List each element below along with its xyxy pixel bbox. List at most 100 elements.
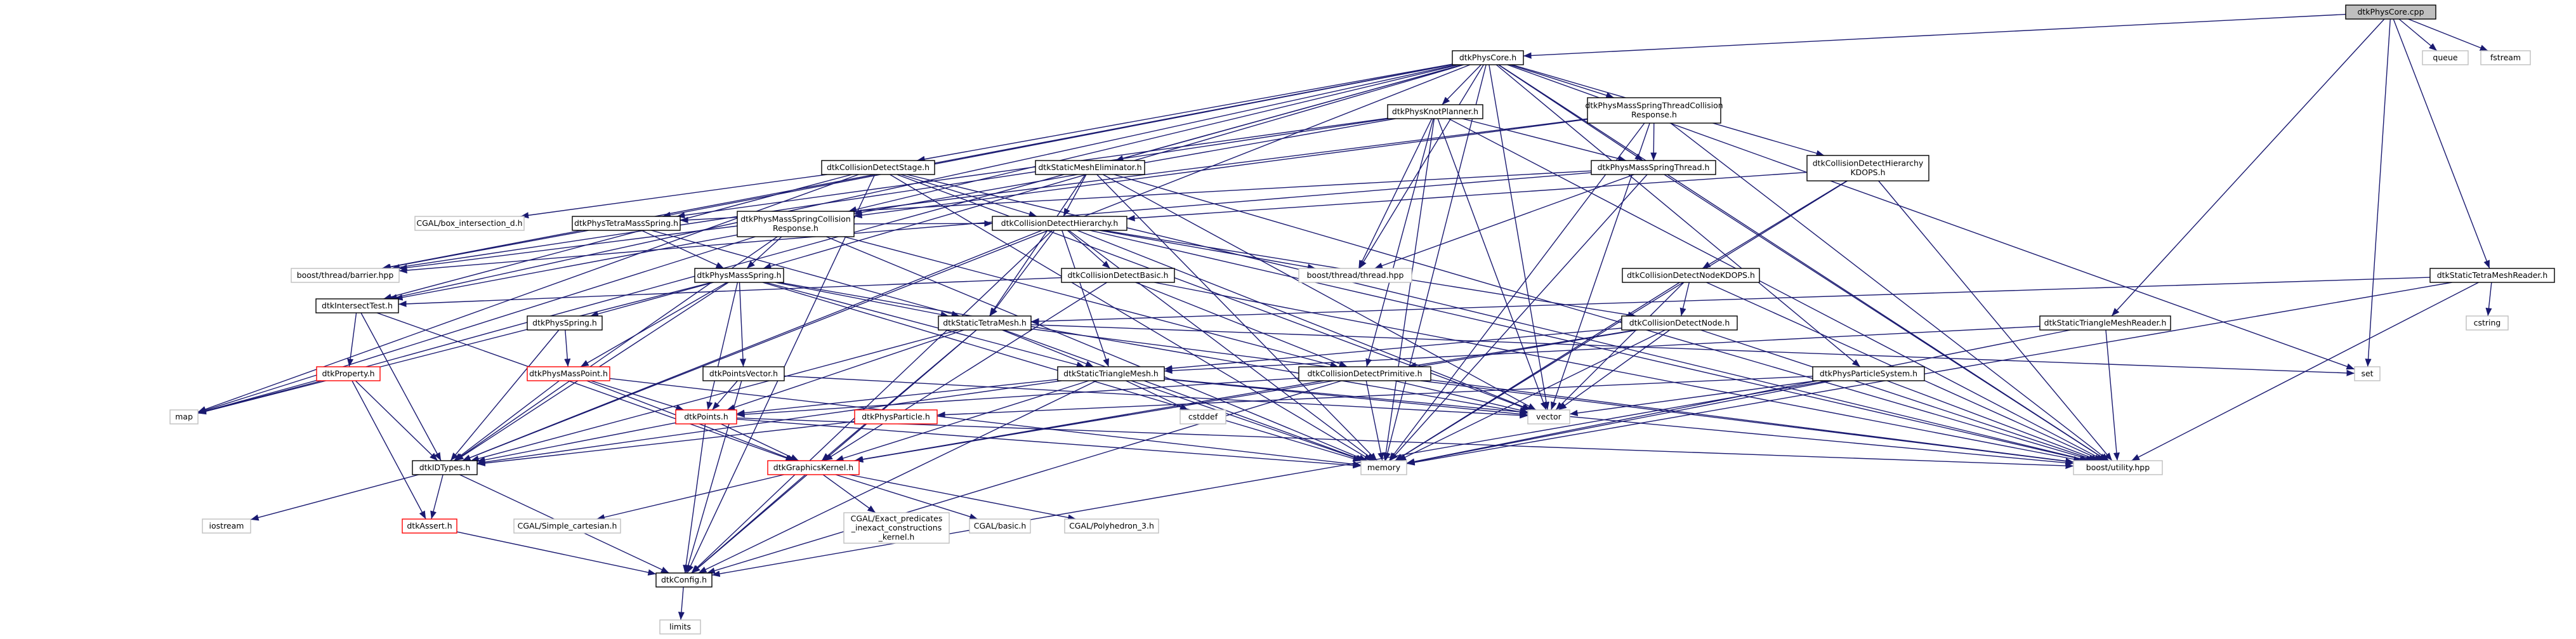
edge-masspoint-to-memory bbox=[609, 378, 1362, 468]
edge-points-to-config bbox=[683, 423, 706, 574]
node-idtypes[interactable]: dtkIDTypes.h bbox=[412, 460, 478, 475]
node-cgal_basic: CGAL/basic.h bbox=[969, 518, 1031, 534]
edge-massspring-to-points bbox=[706, 282, 739, 411]
node-particlesystem[interactable]: dtkPhysParticleSystem.h bbox=[1812, 366, 1925, 381]
edge-root-to-queue bbox=[2398, 18, 2438, 51]
edge-msspringcoll-to-memory bbox=[826, 236, 1367, 461]
edge-massspring-to-physspring bbox=[590, 282, 714, 317]
node-set: set bbox=[2354, 366, 2381, 381]
edge-cdnodekdops-to-cdnode bbox=[1679, 282, 1690, 317]
node-label: dtkIDTypes.h bbox=[419, 463, 471, 472]
node-label: fstream bbox=[2490, 53, 2521, 62]
node-cdnodekdops[interactable]: dtkCollisionDetectNodeKDOPS.h bbox=[1622, 268, 1760, 283]
edge-pointsvector-to-vector bbox=[784, 375, 1528, 419]
node-vector: vector bbox=[1527, 409, 1570, 425]
node-box bbox=[316, 366, 381, 381]
edge-statictetramesh-to-idtypes bbox=[470, 329, 959, 462]
node-config[interactable]: dtkConfig.h bbox=[655, 572, 713, 588]
node-msthread[interactable]: dtkPhysMassSpringThread.h bbox=[1591, 160, 1716, 175]
node-label: CGAL/Simple_cartesian.h bbox=[518, 521, 617, 530]
edge-msthread-to-thread bbox=[1374, 174, 1634, 269]
node-property[interactable]: dtkProperty.h bbox=[316, 366, 381, 381]
edge-intersecttest-to-property bbox=[347, 312, 357, 367]
edge-cdnode-to-vector bbox=[1558, 329, 1671, 411]
node-label: vector bbox=[1536, 412, 1562, 421]
node-box bbox=[1298, 268, 1412, 283]
node-physspring[interactable]: dtkPhysSpring.h bbox=[527, 315, 603, 331]
edge-msspringcoll-to-cdhierarchy bbox=[853, 220, 993, 227]
node-staticmeshelim[interactable]: dtkStaticMeshEliminator.h bbox=[1035, 160, 1145, 175]
node-physcore_h[interactable]: dtkPhysCore.h bbox=[1452, 50, 1524, 65]
node-cdhierarchy[interactable]: dtkCollisionDetectHierarchy.h bbox=[992, 216, 1127, 231]
node-label: dtkPhysParticle.h bbox=[862, 412, 930, 421]
node-tetramassspring[interactable]: dtkPhysTetraMassSpring.h bbox=[572, 216, 681, 231]
node-pointsvector[interactable]: dtkPointsVector.h bbox=[702, 366, 785, 381]
node-box bbox=[2354, 366, 2381, 381]
node-label: _kernel.h bbox=[878, 532, 915, 541]
node-label: dtkPhysParticleSystem.h bbox=[1820, 369, 1917, 378]
node-msthreadcoll[interactable]: dtkPhysMassSpringThreadCollisionResponse… bbox=[1585, 97, 1723, 124]
node-label: queue bbox=[2433, 53, 2457, 62]
edge-statictetrareader-to-statictetramesh bbox=[1030, 277, 2431, 325]
edge-cdhkdops-to-memory bbox=[1395, 180, 1848, 461]
edge-msspringcoll-to-map bbox=[197, 236, 756, 414]
edge-pointsvector-to-points bbox=[712, 380, 738, 411]
edge-points-to-graphicskernel bbox=[720, 423, 799, 461]
edge-staticmeshelim-to-statictetramesh bbox=[989, 174, 1086, 317]
node-label: dtkCollisionDetectHierarchy bbox=[1813, 159, 1924, 168]
edge-cdnode-to-memory bbox=[1398, 329, 1666, 461]
node-assert[interactable]: dtkAssert.h bbox=[402, 518, 457, 534]
edge-physcore_h-to-msspringcoll bbox=[848, 64, 1459, 213]
node-statictrireader[interactable]: dtkStaticTriangleMeshReader.h bbox=[2039, 315, 2171, 331]
node-statictetramesh[interactable]: dtkStaticTetraMesh.h bbox=[938, 315, 1032, 331]
node-box bbox=[1035, 160, 1145, 175]
node-masspoint[interactable]: dtkPhysMassPoint.h bbox=[527, 366, 610, 381]
node-queue: queue bbox=[2422, 50, 2469, 65]
node-physparticle[interactable]: dtkPhysParticle.h bbox=[854, 409, 938, 425]
node-box bbox=[2466, 315, 2509, 331]
edge-statictetramesh-to-memory bbox=[1004, 329, 1365, 461]
node-label: dtkPoints.h bbox=[684, 412, 728, 421]
edge-statictrimesh-to-memory bbox=[1131, 380, 1364, 461]
edge-msspringcoll-to-intersecttest bbox=[394, 234, 738, 301]
node-cdstage[interactable]: dtkCollisionDetectStage.h bbox=[821, 160, 935, 175]
node-cgal_simple: CGAL/Simple_cartesian.h bbox=[513, 518, 621, 534]
edge-physcore_h-to-particlesystem bbox=[1495, 64, 1861, 367]
node-box bbox=[1806, 155, 1929, 181]
node-label: cstddef bbox=[1188, 412, 1218, 421]
edge-staticmeshelim-to-memory bbox=[1096, 174, 1377, 461]
node-thread: boost/thread/thread.hpp bbox=[1298, 268, 1412, 283]
edge-massspring-to-statictetramesh bbox=[775, 282, 949, 318]
node-box bbox=[969, 518, 1031, 534]
node-label: limits bbox=[669, 622, 691, 631]
node-graphicskernel[interactable]: dtkGraphicsKernel.h bbox=[767, 460, 860, 475]
edge-statictrimesh-to-cstddef bbox=[1126, 380, 1188, 411]
edge-physparticle-to-idtypes bbox=[476, 421, 855, 466]
node-statictrimesh[interactable]: dtkStaticTriangleMesh.h bbox=[1057, 366, 1165, 381]
edge-statictetrareader-to-cstring bbox=[2485, 282, 2492, 317]
node-massspring[interactable]: dtkPhysMassSpring.h bbox=[694, 268, 784, 283]
node-boostutility: boost/utility.hpp bbox=[2073, 460, 2163, 475]
node-points[interactable]: dtkPoints.h bbox=[675, 409, 737, 425]
edge-cdnode-to-boostutility bbox=[1700, 329, 2097, 461]
node-box bbox=[315, 298, 399, 313]
node-cdbasic[interactable]: dtkCollisionDetectBasic.h bbox=[1061, 268, 1175, 283]
node-label: dtkAssert.h bbox=[407, 521, 452, 530]
node-box bbox=[1057, 366, 1165, 381]
node-box bbox=[1452, 50, 1524, 65]
node-box bbox=[572, 216, 681, 231]
edge-masspoint-to-points bbox=[590, 380, 685, 411]
node-cdprimitive[interactable]: dtkCollisionDetectPrimitive.h bbox=[1298, 366, 1431, 381]
node-label: CGAL/Exact_predicates bbox=[851, 513, 943, 523]
node-cdnode[interactable]: dtkCollisionDetectNode.h bbox=[1621, 315, 1738, 331]
node-label: dtkPhysCore.h bbox=[1459, 53, 1516, 62]
edge-cdhierarchy-to-vector bbox=[1077, 230, 1532, 411]
node-knotplanner[interactable]: dtkPhysKnotPlanner.h bbox=[1387, 104, 1483, 119]
node-label: KDOPS.h bbox=[1850, 168, 1885, 177]
node-box bbox=[659, 619, 701, 635]
node-intersecttest[interactable]: dtkIntersectTest.h bbox=[315, 298, 399, 313]
node-statictetrareader[interactable]: dtkStaticTetraMeshReader.h bbox=[2429, 268, 2555, 283]
